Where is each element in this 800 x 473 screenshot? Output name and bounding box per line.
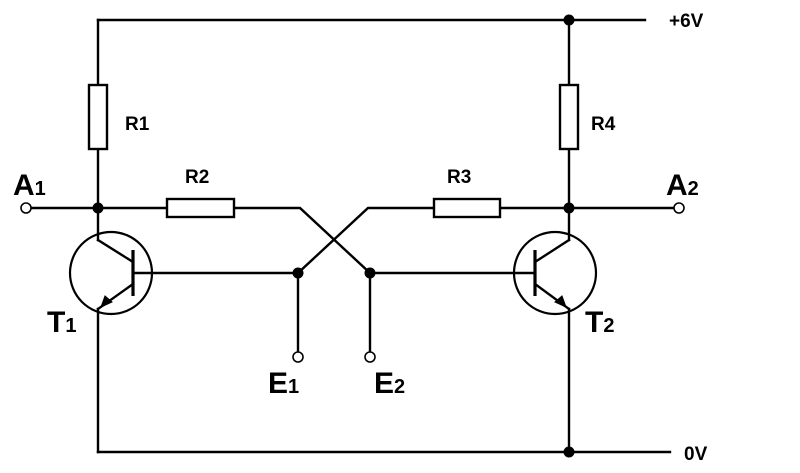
- output-a2-terminal[interactable]: [673, 202, 685, 214]
- transistor-t2-emitter-arrow-icon: [554, 295, 567, 308]
- transistor-t2-label: T2: [585, 306, 614, 339]
- output-a1-terminal[interactable]: [20, 202, 32, 214]
- output-a2-letter: A: [666, 169, 688, 202]
- input-e1-label: E1: [268, 367, 299, 400]
- transistor-t2: [512, 230, 598, 316]
- resistor-r1: [87, 83, 109, 151]
- transistor-t2-letter: T: [585, 306, 603, 339]
- transistor-t1-index: 1: [65, 315, 76, 337]
- input-e2-label: E2: [374, 367, 405, 400]
- ground-label: 0V: [684, 444, 708, 465]
- input-e2-index: 2: [394, 376, 405, 398]
- r3-wire: [296, 206, 571, 275]
- input-e2-terminal[interactable]: [364, 351, 376, 363]
- r2-wire: [96, 206, 372, 275]
- transistor-t2-index: 2: [603, 315, 614, 337]
- input-e2-letter: E: [374, 367, 394, 400]
- ground-junction: [563, 446, 575, 458]
- transistor-t1-collector: [96, 238, 135, 264]
- output-a2-index: 2: [688, 178, 699, 200]
- resistor-r3: [432, 197, 502, 219]
- resistor-r2: [165, 197, 236, 219]
- supply-label: +6V: [669, 11, 704, 32]
- transistor-t1-emitter-arrow-icon: [100, 295, 113, 308]
- input-e1-letter: E: [268, 367, 288, 400]
- input-e1-terminal[interactable]: [292, 351, 304, 363]
- transistor-t1: [68, 230, 154, 316]
- resistor-r1-label: R1: [125, 114, 150, 135]
- input-e1-index: 1: [288, 376, 299, 398]
- resistor-r4: [558, 83, 580, 151]
- resistor-r3-label: R3: [447, 167, 471, 188]
- transistor-t1-letter: T: [47, 306, 65, 339]
- transistor-t1-body: [68, 230, 154, 316]
- transistor-t1-label: T1: [47, 306, 76, 339]
- output-a1-label: A1: [13, 169, 46, 202]
- output-a1-letter: A: [13, 169, 35, 202]
- output-a1-index: 1: [35, 178, 46, 200]
- resistor-r4-label: R4: [591, 114, 616, 135]
- output-a2-label: A2: [666, 169, 699, 202]
- transistor-t2-collector: [533, 238, 571, 264]
- transistor-t2-body: [512, 230, 598, 316]
- resistor-r2-label: R2: [185, 167, 209, 188]
